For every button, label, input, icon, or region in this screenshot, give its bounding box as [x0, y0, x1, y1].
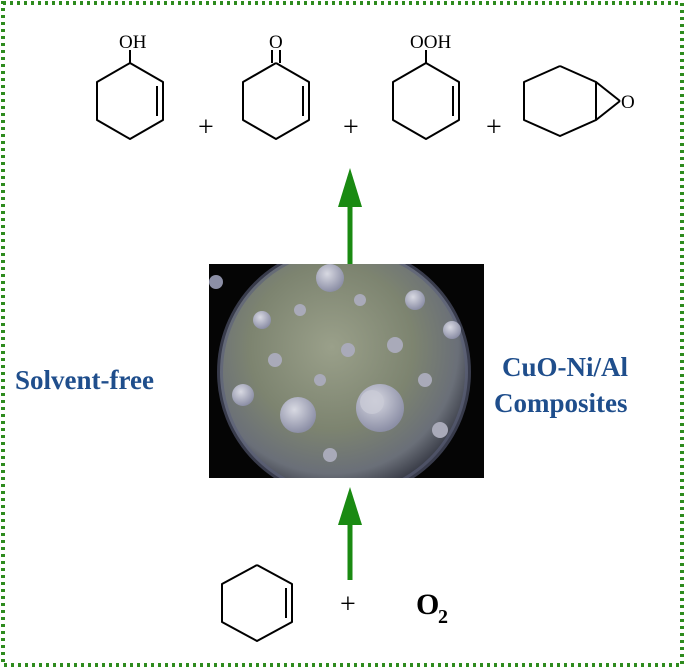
product-cyclohexenol: OH: [96, 32, 164, 140]
oxygen-molecule: O 2: [416, 588, 448, 628]
arrow-from-reactants: [338, 487, 362, 580]
reactant-plus-sign: +: [340, 589, 356, 620]
catalyst-label-line2: Composites: [494, 388, 628, 418]
product-4-o-label: O: [621, 92, 635, 113]
plus-sign-2: +: [343, 112, 359, 143]
plus-sign-1: +: [198, 112, 214, 143]
oxygen-subscript: 2: [438, 606, 448, 628]
reactant-cyclohexene: [221, 564, 293, 642]
product-cyclohexenone: O: [242, 32, 310, 140]
catalyst-label-line1: CuO-Ni/Al: [502, 352, 629, 382]
product-epoxide: O: [523, 65, 635, 137]
plus-sign-3: +: [486, 112, 502, 143]
solvent-free-label: Solvent-free: [15, 365, 154, 395]
product-2-o-label: O: [269, 32, 283, 53]
arrow-to-products: [338, 168, 362, 264]
sem-catalyst-image: [209, 264, 484, 478]
product-1-oh-label: OH: [119, 32, 147, 53]
product-3-ooh-label: OOH: [410, 32, 451, 53]
oxygen-label: O: [416, 588, 439, 621]
product-hydroperoxide: OOH: [392, 32, 460, 140]
